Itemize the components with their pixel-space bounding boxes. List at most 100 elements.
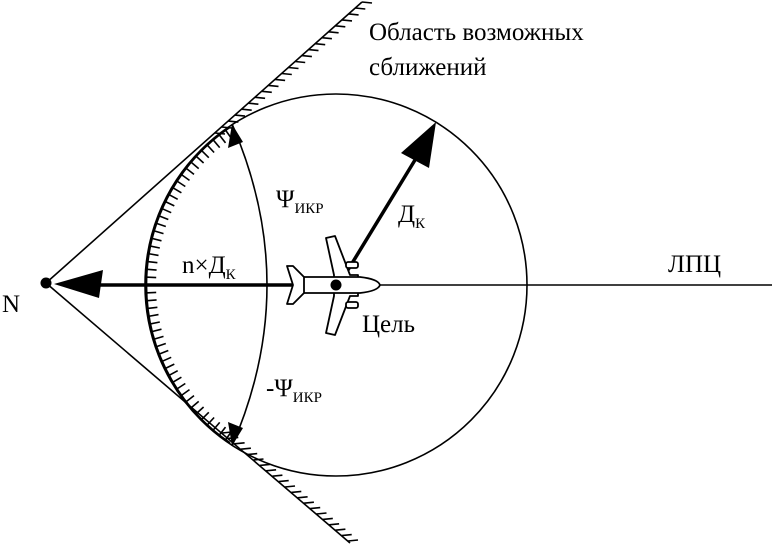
hatch-tick: [291, 490, 302, 494]
hatch-tick: [261, 90, 272, 94]
hatch-tick: [146, 260, 158, 264]
hatch-tick: [145, 291, 157, 294]
lpc-label: ЛПЦ: [668, 251, 721, 278]
radial-arrowhead: [54, 270, 103, 298]
hatch-tick: [234, 442, 245, 445]
range-arrowhead: [401, 122, 436, 168]
hatch-tick: [315, 42, 326, 46]
hatch-tick: [322, 517, 333, 521]
hatch-tick: [184, 166, 195, 176]
hatch-tick: [189, 160, 200, 170]
target-label: Цель: [362, 311, 415, 338]
hatch-tick: [206, 416, 215, 427]
hatch-tick: [341, 533, 352, 537]
hatch-tick: [234, 114, 246, 117]
hatch-tick: [240, 447, 251, 450]
hatch-tick: [275, 78, 286, 82]
hatch-tick: [206, 143, 215, 154]
hatch-tick: [152, 335, 164, 341]
point-n-dot: [40, 277, 52, 289]
hatch-tick: [152, 229, 164, 235]
hatch-tick: [355, 7, 366, 10]
hatch-tick: [247, 452, 258, 456]
psi-label: ΨИКР: [276, 186, 324, 217]
hatch-tick: [184, 394, 195, 404]
psi-arrowhead-down: [228, 422, 243, 446]
hatch-tick: [150, 237, 162, 242]
hatch-tick: [160, 207, 172, 214]
hatch-tick: [328, 31, 339, 34]
hatch-tick: [189, 400, 200, 410]
hatch-tick: [284, 485, 296, 488]
hatch-tick: [157, 214, 169, 221]
radial-label: n×ДК: [182, 252, 237, 283]
hatch-tick: [297, 496, 308, 499]
hatch-tick: [308, 48, 319, 52]
hatch-tick: [335, 528, 346, 531]
hatch-tick: [218, 426, 227, 437]
hatch-tick: [303, 501, 314, 504]
hatch-tick: [147, 313, 159, 318]
hatch-tick: [180, 173, 190, 182]
hatch-tick: [148, 321, 160, 325]
hatch-tick: [335, 25, 346, 28]
hatch-tick: [148, 245, 160, 249]
hatch-tick: [175, 382, 186, 391]
hatch-tick: [157, 349, 169, 356]
hatch-tick: [211, 421, 221, 432]
psi-arrowhead-up: [228, 124, 243, 148]
hatch-tick: [171, 186, 182, 194]
hatch-tick: [145, 299, 157, 302]
hatch-tick: [145, 276, 157, 279]
hatch-tick: [228, 120, 239, 123]
hatch-tick: [329, 523, 340, 526]
region-label-line2: сближений: [369, 54, 487, 81]
hatch-tick: [155, 342, 167, 348]
hatch-tick: [253, 458, 264, 461]
hatch-tick: [164, 200, 175, 207]
hatch-tick: [361, 1, 373, 4]
lower-boundary-hatching: [221, 431, 359, 542]
hatch-tick: [321, 36, 332, 40]
region-label-line1: Область возможных: [369, 19, 584, 46]
hatch-tick: [167, 193, 179, 201]
hatch-tick: [160, 356, 172, 363]
hatch-tick: [150, 328, 162, 333]
hatch-tick: [316, 512, 327, 515]
hatch-tick: [145, 268, 157, 271]
hatch-tick: [278, 479, 289, 483]
hatch-tick: [175, 179, 186, 188]
hatch-tick: [266, 469, 277, 472]
hatch-tick: [341, 19, 353, 22]
upper-boundary-hatching: [214, 1, 373, 135]
range-label: ДК: [398, 201, 426, 232]
hatch-tick: [348, 13, 359, 16]
hatch-tick: [347, 539, 359, 542]
hatch-tick: [155, 222, 167, 228]
reachable-arc-hatching: [145, 129, 233, 441]
neg-psi-label: -ΨИКР: [266, 375, 322, 406]
hatch-tick: [200, 411, 210, 421]
hatch-tick: [180, 388, 190, 397]
hatch-tick: [281, 72, 292, 76]
hatch-tick: [248, 102, 259, 105]
hatch-tick: [259, 463, 270, 467]
hatch-tick: [301, 54, 312, 58]
hatch-tick: [167, 369, 179, 377]
hatch-tick: [241, 108, 252, 111]
hatch-tick: [288, 66, 299, 70]
hatch-tick: [194, 406, 205, 415]
upper-boundary-line: [45, 1, 363, 284]
hatch-tick: [211, 138, 221, 149]
hatch-tick: [194, 155, 205, 164]
hatch-tick: [146, 306, 158, 310]
hatch-tick: [218, 133, 227, 144]
hatch-tick: [272, 474, 283, 477]
hatch-tick: [295, 60, 306, 64]
hatch-tick: [200, 149, 210, 159]
target-point-dot: [330, 279, 342, 291]
hatch-tick: [255, 96, 266, 100]
hatch-tick: [147, 252, 159, 257]
hatch-tick: [171, 376, 182, 384]
